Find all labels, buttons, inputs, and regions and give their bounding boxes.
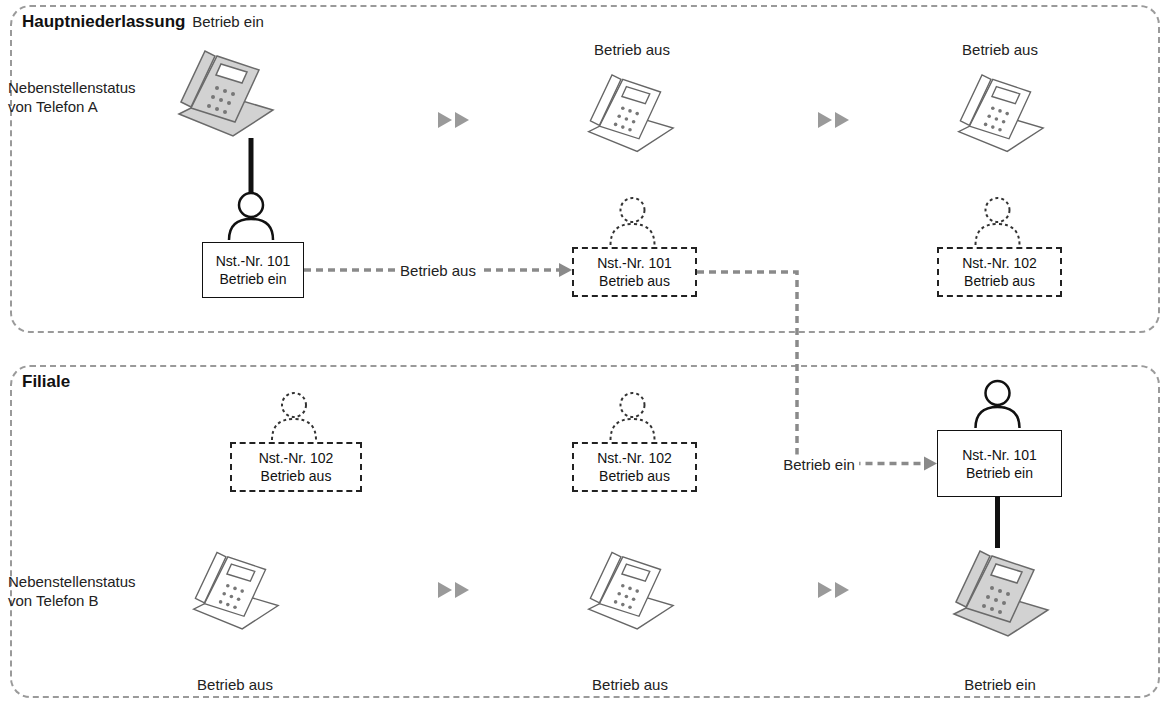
arrow-head [924,457,937,471]
status-label: Betrieb ein [950,675,1050,694]
phone-active [179,51,273,136]
box-text: Nst.-Nr. 101 Betrieb aus [586,254,683,290]
edge-label: Betrieb ein [779,454,859,473]
status-label: Betrieb aus [580,675,680,694]
band-heading: Filiale [22,372,70,392]
extension-box: Nst.-Nr. 101 Betrieb aus [572,247,697,297]
row-label: Nebenstellenstatus von Telefon A [8,78,148,116]
connector-line [697,272,924,464]
box-text: Nst.-Nr. 101 Betrieb ein [950,446,1049,482]
phone-idle [959,75,1044,151]
person-active [976,381,1020,428]
extension-box: Nst.-Nr. 102 Betrieb aus [937,247,1062,297]
location-band: FilialeNst.-Nr. 102 Betrieb aus Nst.-Nr. … [10,365,1160,698]
phone-idle [589,552,674,629]
phone-idle [589,75,674,151]
edge-label: Betrieb aus [396,261,480,280]
phone-active [954,551,1048,636]
extension-box: Nst.-Nr. 101 Betrieb ein [202,242,304,298]
extension-box: Nst.-Nr. 102 Betrieb aus [230,442,362,492]
phone-link [995,495,1000,548]
dashed-arrow [697,272,937,471]
status-label: Betrieb ein [178,12,278,31]
row-label: Nebenstellenstatus von Telefon B [8,572,148,610]
arrow-head [559,263,572,277]
box-text: Nst.-Nr. 102 Betrieb aus [244,449,348,485]
step-arrows [438,112,849,598]
band-heading: Hauptniederlassung [22,12,185,32]
status-label: Betrieb aus [950,40,1050,59]
status-label: Betrieb aus [185,675,285,694]
extension-box: Nst.-Nr. 101 Betrieb ein [937,430,1062,497]
phone-link [249,138,254,194]
person-active [229,193,273,240]
box-text: Nst.-Nr. 101 Betrieb ein [215,252,291,288]
extension-box: Nst.-Nr. 102 Betrieb aus [572,442,697,492]
box-text: Nst.-Nr. 102 Betrieb aus [951,254,1048,290]
phone-idle [194,552,279,629]
person-idle [272,198,1020,440]
box-text: Nst.-Nr. 102 Betrieb aus [586,449,683,485]
status-label: Betrieb aus [582,40,682,59]
